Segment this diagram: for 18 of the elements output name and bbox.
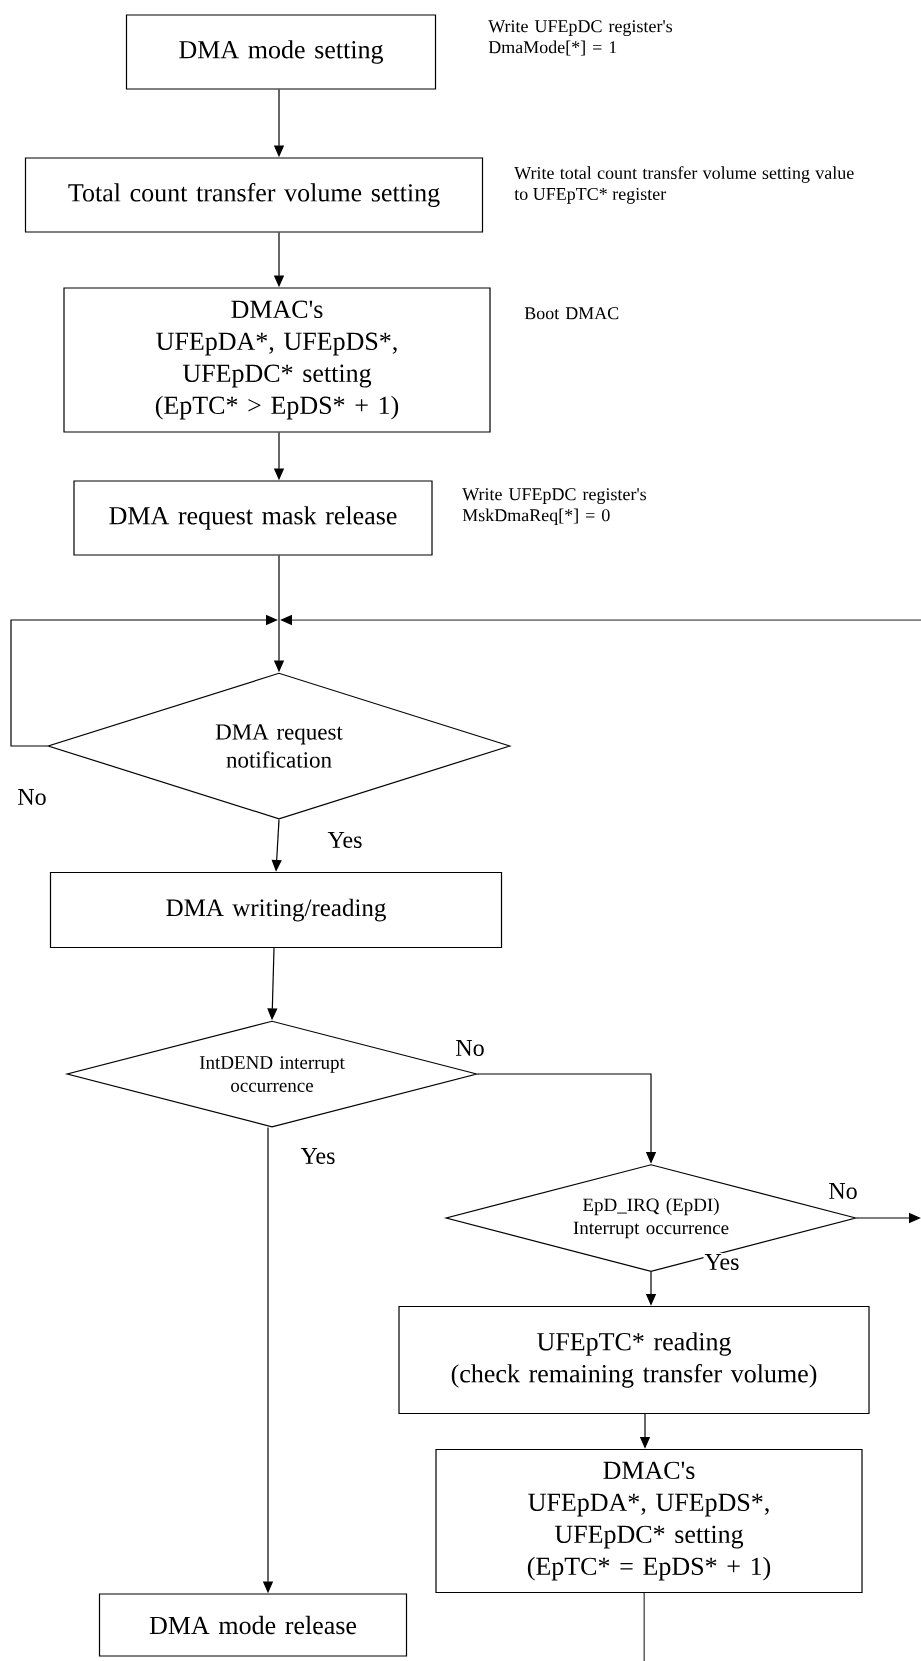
process-box: DMA mode setting [125, 14, 437, 90]
process-box: DMAC's UFEpDA*, UFEpDS*, UFEpDC* setting (EpTC* = EpDS* + 1) [435, 1448, 863, 1594]
process-box: DMA writing/reading [49, 871, 503, 949]
process-box: DMAC's UFEpDA*, UFEpDS*, UFEpDC* setting (EpTC* > EpDS* + 1) [63, 287, 491, 433]
note-text: Write UFEpDC register's DmaMode[*] = 1 [488, 20, 673, 56]
edge-label: Yes [326, 831, 364, 849]
arrow [10, 614, 278, 747]
note-text: Write total count transfer volume setting value to UFEpTC* register [514, 166, 854, 204]
edge-label: No [827, 1182, 859, 1200]
note-text: Write UFEpDC register's MskDmaReq[*] = 0 [462, 488, 647, 525]
edge-label: No [16, 788, 48, 806]
process-box: UFEpTC* reading (check remaining transfer volume) [398, 1305, 870, 1415]
process-box: Total count transfer volume setting [24, 157, 484, 233]
edge-label: Yes [703, 1253, 741, 1271]
edge-label: Yes [299, 1147, 337, 1165]
process-box: DMA mode release [98, 1593, 408, 1657]
note-text: Boot DMAC [524, 307, 619, 320]
process-box: DMA request mask release [73, 480, 433, 556]
